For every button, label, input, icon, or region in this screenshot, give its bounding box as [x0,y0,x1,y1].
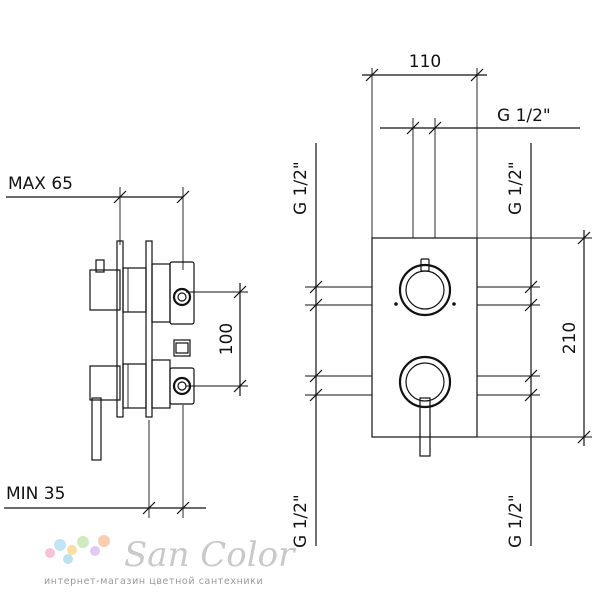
thermostat-knob-marker [420,258,430,272]
logo-tagline: интернет-магазин цветной сантехники [44,576,263,587]
max-depth-label: MAX 65 [8,174,73,194]
left-thread-lower-label: G 1/2" [291,494,311,548]
right-tick-3 [524,369,538,383]
thermostat-dot-right [452,302,456,306]
front-plate-outline [371,237,478,438]
left-tick-3 [309,369,323,383]
valve-body-lower [151,359,171,409]
top-thread-label: G 1/2" [497,106,551,126]
height-tick-top [577,231,591,245]
logo-dot [45,548,55,558]
right-thread-lower-label: G 1/2" [506,494,526,548]
diverter-knob-inner [405,362,445,402]
thermostat-dot-left [394,302,398,306]
valve-body-upper-outlet [169,261,195,325]
front-view: 110 G 1/2" [291,52,592,548]
valve-body-upper [151,263,171,323]
valve-middle-slot [175,342,189,354]
sancolor-logo: San Color интернет-магазин цветной санте… [44,535,296,587]
max-depth-tick-left [113,190,127,204]
width-tick-right [470,68,484,82]
lower-handle-body [89,365,121,401]
logo-dot [77,536,89,548]
upper-outlet-port [172,287,192,307]
diverter-lever [419,397,431,457]
max-depth-tick-right [176,190,190,204]
rear-plate [145,240,153,418]
thermostat-knob-outer [398,263,452,317]
lower-outlet-port-inner [177,381,187,391]
right-tick-1 [524,280,538,294]
front-plate [116,240,124,418]
left-tick-2 [309,298,323,312]
logo-dot [63,554,73,564]
upper-outlet-port-inner [177,292,187,302]
right-tick-2 [524,298,538,312]
min-depth-label: MIN 35 [6,484,65,504]
logo-dot [90,546,100,556]
width-label: 110 [409,52,441,72]
top-thread-tick-right [428,121,442,135]
logo-dots [45,535,110,564]
valve-body-lower-outlet [169,367,195,405]
thermostat-knob-inner [405,270,445,310]
left-thread-upper-label: G 1/2" [291,161,311,215]
upper-cartridge [122,267,147,313]
side-view: MAX 65 MIN 35 100 [4,174,248,518]
logo-brand: San Color [124,535,296,575]
lower-cartridge [122,363,147,409]
upper-handle-body [89,269,121,311]
left-tick-4 [309,388,323,402]
right-tick-4 [524,388,538,402]
spacing-label: 100 [217,323,237,355]
min-depth-tick-left [142,501,156,515]
lower-lever [91,397,102,461]
logo-dot [54,539,66,551]
height-tick-bottom [577,430,591,444]
lower-outlet-port [172,376,192,396]
height-label: 210 [560,322,580,354]
spacing-tick-top [233,285,247,299]
upper-handle-indicator [95,259,105,273]
diverter-knob-outer [398,355,452,409]
right-thread-upper-label: G 1/2" [506,161,526,215]
spacing-tick-bottom [233,379,247,393]
width-tick-left [365,68,379,82]
valve-middle-block [173,339,191,357]
top-thread-tick-left [406,121,420,135]
left-tick-1 [309,280,323,294]
logo-dot [98,535,110,547]
min-depth-tick-right [176,501,190,515]
logo-dot [67,545,77,555]
